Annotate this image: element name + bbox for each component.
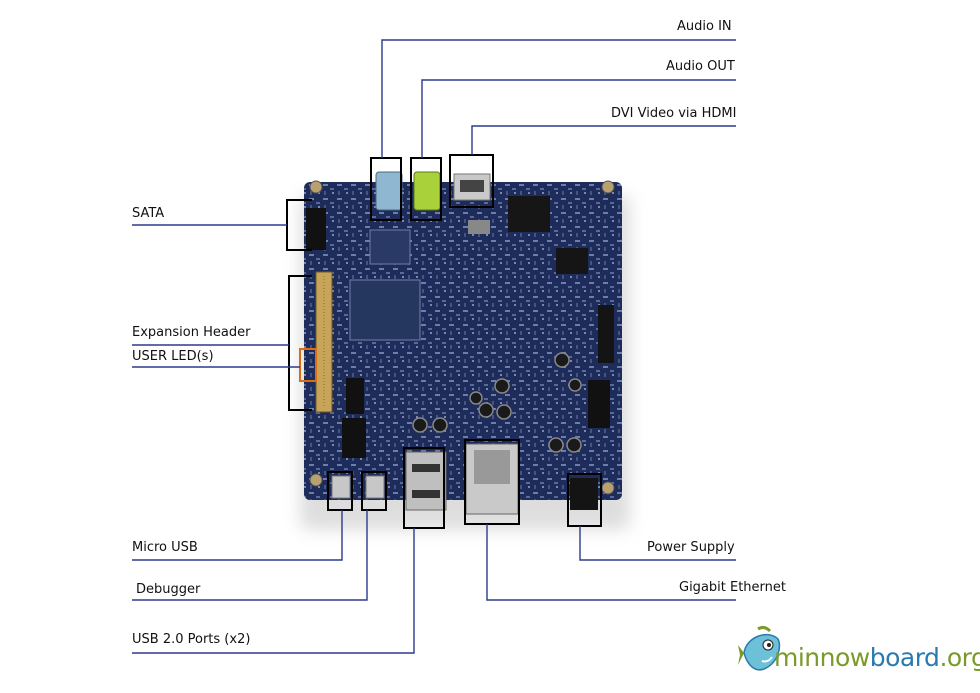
user-led-highlight [299, 348, 317, 382]
label-micro-usb: Micro USB [132, 540, 198, 555]
brand-text: minnowboard.org [774, 643, 980, 672]
usb-ports [405, 451, 447, 511]
label-dvi-video: DVI Video via HDMI [611, 106, 737, 121]
mounting-hole [309, 473, 323, 487]
audio-out-jack [413, 171, 441, 211]
label-sata: SATA [132, 206, 165, 221]
label-power-supply: Power Supply [647, 540, 735, 555]
soc-chip [508, 196, 550, 232]
label-audio-in: Audio IN [677, 19, 732, 34]
minnowboard-logo[interactable]: minnowboard.org [738, 625, 980, 685]
sata-connector [306, 208, 326, 250]
chip [598, 305, 614, 363]
debugger-port [365, 475, 385, 499]
mounting-hole [601, 481, 615, 495]
minnow-fish-icon [738, 625, 781, 671]
micro-usb-port [331, 475, 351, 499]
label-user-leds: USER LED(s) [132, 349, 214, 364]
label-audio-out: Audio OUT [666, 59, 735, 74]
brand-board: board [869, 643, 940, 672]
mounting-hole [309, 180, 323, 194]
chip [468, 220, 490, 234]
memory-chip [556, 248, 588, 274]
brand-org: .org [939, 643, 980, 672]
pin-header [342, 418, 366, 458]
audio-in-jack [375, 171, 403, 211]
pin-header [346, 378, 364, 414]
pin-header [588, 380, 610, 428]
mounting-hole [601, 180, 615, 194]
capacitors [412, 352, 582, 453]
label-debugger: Debugger [136, 582, 201, 597]
leader-lines [132, 39, 736, 654]
power-jack [570, 478, 598, 510]
brand-minnow: minnow [774, 643, 870, 672]
label-usb-ports: USB 2.0 Ports (x2) [132, 632, 251, 647]
label-gigabit-ethernet: Gigabit Ethernet [679, 580, 786, 595]
label-expansion-header: Expansion Header [132, 325, 251, 340]
chip [349, 279, 421, 341]
chip [369, 229, 411, 265]
